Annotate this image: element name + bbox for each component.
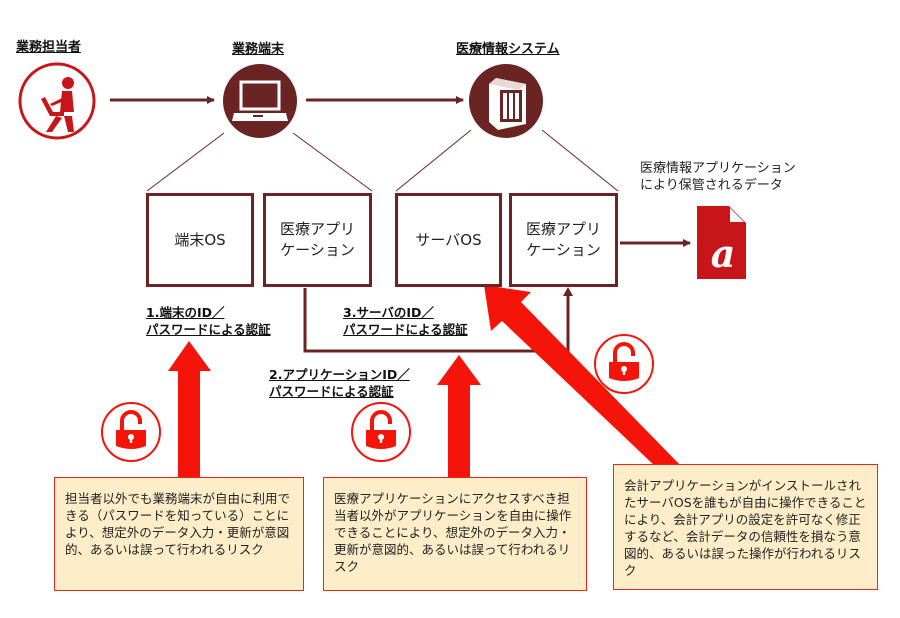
- risk-box-3: 会計アプリケーションがインストールされたサーバOSを誰もが自由に操作できることに…: [613, 464, 878, 590]
- data-label-line1: 医療情報アプリケーション: [640, 161, 796, 176]
- auth-label-3: 3.サーバのID／ パスワードによる認証: [343, 304, 468, 338]
- unlocked-padlock-icon: [101, 402, 161, 462]
- box-server-os-label: サーバOS: [415, 230, 482, 249]
- box-terminal-app-line2: ケーション: [280, 241, 355, 259]
- box-server-app-line1: 医療アプリ: [525, 220, 601, 238]
- box-server-app: 医療アプリ ケーション: [509, 193, 618, 287]
- box-server-app-line2: ケーション: [526, 241, 601, 259]
- unlocked-padlock-icon: [594, 334, 654, 394]
- auth-label-3-line2: パスワードによる認証: [343, 322, 468, 337]
- box-server-os: サーバOS: [395, 193, 502, 287]
- risk-text-1: 担当者以外でも業務端末が自由に利用できる（パスワードを知っている）ことにより、想…: [65, 491, 291, 557]
- server-icon: [469, 64, 543, 138]
- auth-label-2-line2: パスワードによる認証: [269, 384, 394, 399]
- heading-terminal: 業務端末: [232, 42, 285, 57]
- risk-arrow-2: [437, 355, 481, 478]
- connector-line: [541, 129, 619, 192]
- heading-operator: 業務担当者: [16, 40, 82, 55]
- data-label-line2: により保管されるデータ: [640, 178, 783, 193]
- risk-text-3: 会計アプリケーションがインストールされたサーバOSを誰もが自由に操作できることに…: [624, 478, 867, 578]
- risk-text-2: 医療アプリケーションにアクセスすべき担当者以外がアプリケーションを自由に操作でき…: [334, 491, 572, 574]
- auth-label-1: 1.端末のID／ パスワードによる認証: [146, 304, 271, 338]
- box-terminal-app-line1: 医療アプリ: [279, 220, 355, 238]
- risk-arrow-1: [168, 341, 211, 478]
- box-terminal-os: 端末OS: [146, 193, 254, 287]
- heading-system: 医療情報システム: [456, 42, 560, 57]
- connector-line: [395, 129, 472, 192]
- auth-path-arrowhead: [563, 287, 573, 296]
- connector-line: [146, 132, 225, 192]
- document-icon: [697, 206, 746, 279]
- risk-box-2: 医療アプリケーションにアクセスすべき担当者以外がアプリケーションを自由に操作でき…: [323, 477, 587, 591]
- auth-label-1-line2: パスワードによる認証: [146, 322, 271, 337]
- risk-arrow-3: [484, 285, 682, 467]
- connector-line: [292, 132, 373, 192]
- auth-label-3-line1: 3.サーバのID／: [343, 305, 434, 320]
- auth-path-line: [303, 288, 570, 353]
- auth-label-2-line1: 2.アプリケーションID／: [269, 367, 410, 382]
- auth-label-1-line1: 1.端末のID／: [146, 305, 225, 320]
- risk-box-1: 担当者以外でも業務端末が自由に利用できる（パスワードを知っている）ことにより、想…: [54, 477, 304, 591]
- data-label: 医療情報アプリケーション により保管されるデータ: [640, 160, 796, 194]
- operator-icon: [18, 62, 96, 140]
- box-terminal-app: 医療アプリ ケーション: [263, 193, 372, 287]
- box-terminal-os-label: 端末OS: [174, 230, 226, 249]
- auth-label-2: 2.アプリケーションID／ パスワードによる認証: [269, 366, 410, 400]
- unlocked-padlock-icon: [351, 402, 411, 462]
- document-glyph: a: [710, 231, 736, 276]
- laptop-icon: [223, 64, 297, 138]
